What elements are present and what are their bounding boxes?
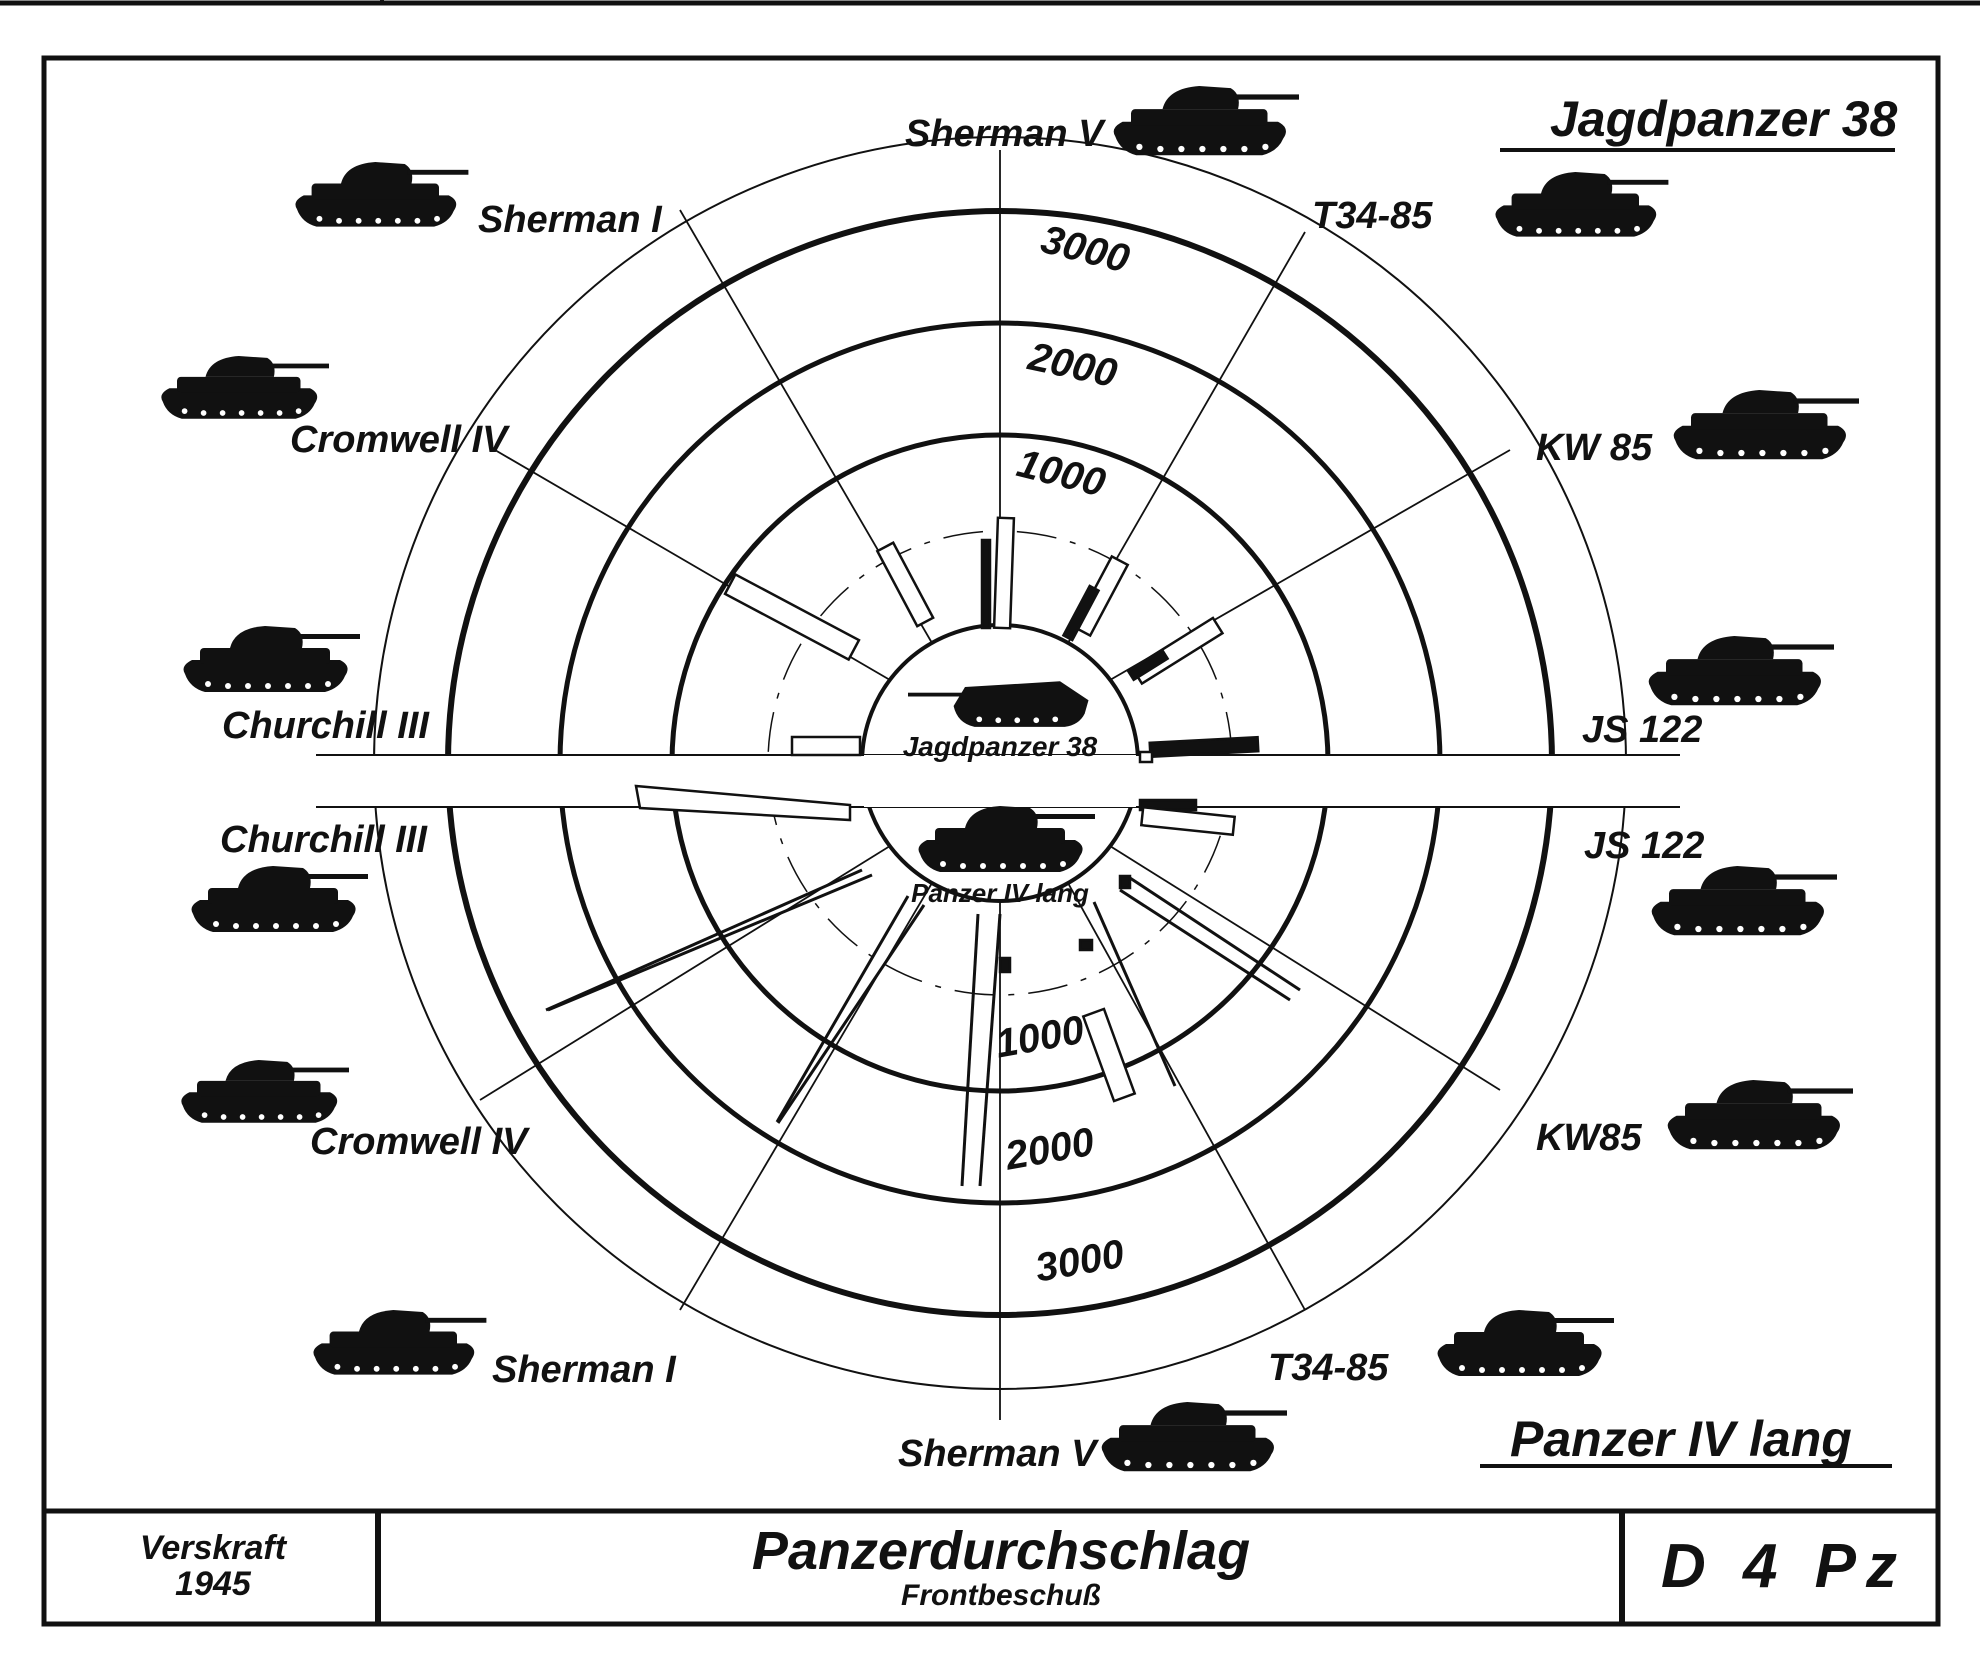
- footer-box: [44, 1508, 1938, 1624]
- target-upper-right-1-label: T34-85: [1312, 195, 1433, 237]
- wedge-spokes-lower: [545, 868, 1301, 1187]
- sheet-code: D 4 Pz: [1660, 1532, 1908, 1602]
- penetration-bars-lower: [634, 784, 1237, 1103]
- ring-label-lower-2000: 2000: [1001, 1120, 1097, 1179]
- tank-silhouette-icon: [1667, 1080, 1853, 1150]
- ring-label-lower-3000: 3000: [1032, 1232, 1127, 1291]
- tank-silhouette-icon: [183, 626, 360, 692]
- footer-publisher-line1: Verskraft: [139, 1529, 287, 1568]
- tank-destroyer-icon: [908, 681, 1089, 727]
- target-upper-left-3-label: Churchill III: [222, 705, 430, 747]
- target-upper-top-label: Sherman V: [905, 113, 1106, 155]
- tank-silhouette-icon: [295, 162, 469, 227]
- footer-sheet-code: D 4 Pz: [1624, 1513, 1944, 1621]
- target-upper-right-3-label: JS 122: [1582, 709, 1702, 751]
- radial-lines-lower: [479, 845, 1501, 1420]
- tank-silhouette-icon: [1113, 86, 1299, 156]
- title-bottom: Panzer IV lang: [1510, 1411, 1852, 1467]
- tank-silhouette-icon: [1495, 172, 1669, 237]
- target-upper-left-2-label: Cromwell IV: [290, 419, 510, 461]
- target-upper-left-1-label: Sherman I: [478, 199, 663, 241]
- tank-silhouette-icon: [1651, 866, 1837, 936]
- target-upper-right-2-label: KW 85: [1536, 427, 1653, 469]
- target-lower-right-2-label: KW85: [1536, 1117, 1642, 1159]
- tank-silhouette-icon: [1673, 390, 1859, 460]
- center-lower-label: Panzer IV lang: [911, 878, 1089, 908]
- target-lower-right-3-label: T34-85: [1268, 1347, 1389, 1389]
- target-lower-left-2-label: Cromwell IV: [310, 1121, 530, 1163]
- center-upper-label: Jagdpanzer 38: [903, 731, 1098, 762]
- footer-title-block: Panzerdurchschlag Frontbeschuß: [380, 1513, 1622, 1621]
- ring-label-lower-1000: 1000: [992, 1008, 1087, 1067]
- tank-silhouette-icon: [1101, 1402, 1287, 1472]
- outer-frame: [41, 55, 1941, 1627]
- footer-publisher-line2: 1945: [175, 1565, 251, 1603]
- tank-silhouette-icon: [313, 1310, 487, 1375]
- tank-silhouette-icon: [181, 1060, 349, 1123]
- target-lower-left-3-label: Sherman I: [492, 1349, 677, 1391]
- tank-silhouette-icon: [1648, 636, 1834, 706]
- target-lower-bottom-label: Sherman V: [898, 1433, 1099, 1475]
- penetration-bars-upper: [723, 516, 1260, 764]
- tank-silhouette-icon: [161, 356, 329, 419]
- ring-label-upper-2000: 2000: [1024, 334, 1121, 396]
- target-lower-right-1-label: JS 122: [1584, 825, 1704, 867]
- title-top: Jagdpanzer 38: [1550, 91, 1898, 147]
- tank-silhouette-icon: [1437, 1310, 1614, 1376]
- target-lower-left-1-label: Churchill III: [220, 819, 428, 861]
- tank-silhouette-icon: [918, 806, 1095, 872]
- tank-silhouette-icon: [191, 866, 368, 932]
- footer-title: Panzerdurchschlag: [751, 1520, 1251, 1581]
- footer-subtitle: Frontbeschuß: [901, 1578, 1101, 1612]
- footer-publisher: Verskraft 1945: [48, 1513, 378, 1621]
